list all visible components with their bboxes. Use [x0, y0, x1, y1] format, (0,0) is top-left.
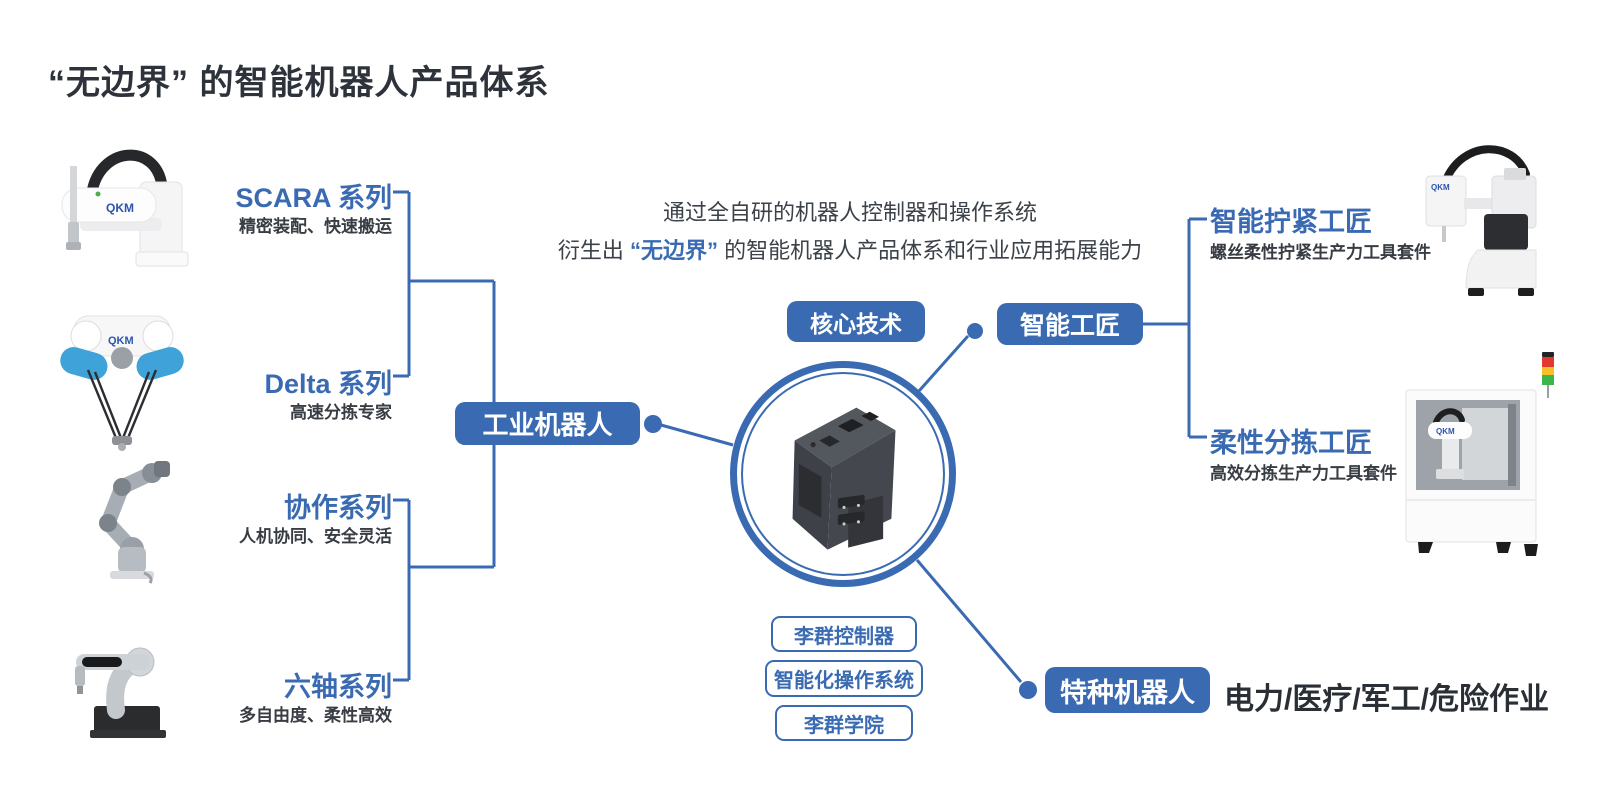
cobot-robot-image [60, 455, 185, 595]
qkm-logo: QKM [1436, 427, 1455, 436]
line-industrial-to-hub [660, 423, 734, 447]
boundless-highlight: “无边界” [629, 237, 718, 263]
connector-dot-special [1019, 681, 1037, 699]
craftsman-label-screw: 智能拧紧工匠 [1210, 207, 1372, 237]
delta-robot-image: QKM [46, 298, 198, 458]
craftsman-label-sorting: 柔性分拣工匠 [1210, 428, 1372, 458]
series-label-cobot: 协作系列 [284, 493, 392, 523]
page-title: “无边界” 的智能机器人产品体系 [48, 64, 550, 102]
core-tech-badge: 核心技术 [787, 301, 925, 342]
core-item-academy: 李群学院 [775, 705, 913, 741]
series-desc-scara: 精密装配、快速搬运 [239, 217, 392, 236]
special-robot-node: 特种机器人 [1045, 667, 1210, 713]
series-label-six-axis: 六轴系列 [284, 672, 392, 702]
qkm-logo: QKM [1431, 183, 1450, 192]
scara-robot-image: QKM [40, 130, 200, 280]
craftsman-desc-screw: 螺丝柔性拧紧生产力工具套件 [1210, 243, 1431, 262]
series-desc-cobot: 人机协同、安全灵活 [239, 527, 392, 546]
qkm-logo: QKM [106, 201, 134, 215]
sorting-workstation-image: QKM [1400, 348, 1570, 568]
industrial-robot-node: 工业机器人 [455, 402, 640, 445]
intro-line1: 通过全自研的机器人控制器和操作系统 [662, 200, 1037, 225]
six-axis-robot-image [60, 610, 185, 750]
special-robot-fields: 电力/医疗/军工/危险作业 [1224, 683, 1550, 716]
series-label-delta: Delta 系列 [264, 369, 392, 399]
screw-tightening-machine-image: QKM [1408, 138, 1558, 303]
core-tech-hub-circle [730, 361, 956, 587]
core-item-controller: 李群控制器 [771, 616, 917, 652]
smart-craftsman-node: 智能工匠 [997, 303, 1143, 345]
line-hub-to-craftsman [917, 335, 970, 392]
bracket-bottom-left [393, 445, 496, 682]
series-label-scara: SCARA 系列 [235, 183, 392, 213]
controller-image [741, 372, 945, 576]
connector-dot-craftsman [967, 323, 983, 339]
intro-line2: 衍生出 “无边界” 的智能机器人产品体系和行业应用拓展能力 [557, 237, 1143, 263]
bracket-top-left [393, 190, 496, 402]
series-desc-delta: 高速分拣专家 [290, 403, 392, 422]
connector-dot-industrial [644, 415, 662, 433]
series-desc-six-axis: 多自由度、柔性高效 [239, 706, 392, 725]
intro-text: 通过全自研的机器人控制器和操作系统 衍生出 “无边界” 的智能机器人产品体系和行… [520, 194, 1180, 270]
line-hub-to-special [915, 559, 1023, 683]
core-item-os: 智能化操作系统 [765, 660, 923, 697]
qkm-logo: QKM [108, 335, 134, 347]
craftsman-desc-sorting: 高效分拣生产力工具套件 [1210, 464, 1397, 483]
